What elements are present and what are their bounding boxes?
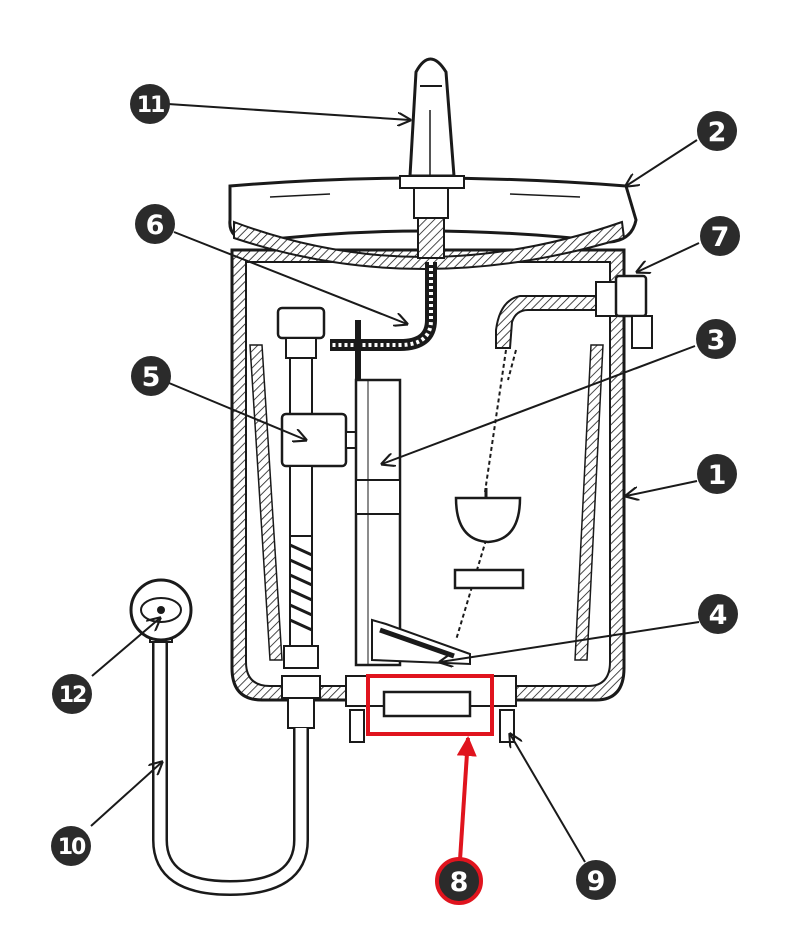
svg-text:9: 9: [587, 866, 606, 897]
callout-4: 4: [698, 594, 738, 634]
svg-text:2: 2: [708, 117, 727, 148]
highlight-box: [366, 674, 494, 736]
callout-2: 2: [697, 111, 737, 151]
callout-3: 3: [696, 319, 736, 359]
callout-1: 1: [697, 454, 737, 494]
spout: [399, 57, 465, 259]
leader-lines: [90, 103, 700, 863]
flapper: [371, 618, 471, 666]
svg-text:4: 4: [709, 600, 728, 631]
callout-6: 6: [135, 204, 175, 244]
callout-8: 8: [435, 857, 483, 905]
shutoff-valve: [129, 578, 193, 642]
svg-text:3: 3: [707, 325, 726, 356]
callout-7: 7: [700, 216, 740, 256]
float: [453, 488, 525, 590]
flush-lever: [495, 274, 653, 349]
svg-text:8: 8: [450, 867, 469, 898]
svg-text:6: 6: [146, 210, 165, 241]
svg-text:7: 7: [711, 222, 730, 253]
svg-text:11: 11: [137, 93, 164, 118]
callout-10: 10: [51, 826, 91, 866]
fill-valve: [276, 306, 357, 729]
callout-11: 11: [130, 84, 170, 124]
svg-text:12: 12: [59, 683, 86, 708]
overflow-pipe: [354, 378, 402, 667]
callout-12: 12: [52, 674, 92, 714]
svg-text:10: 10: [58, 835, 86, 860]
callout-5: 5: [131, 356, 171, 396]
svg-text:1: 1: [708, 460, 727, 491]
callout-9: 9: [576, 860, 616, 900]
svg-text:5: 5: [142, 362, 161, 393]
